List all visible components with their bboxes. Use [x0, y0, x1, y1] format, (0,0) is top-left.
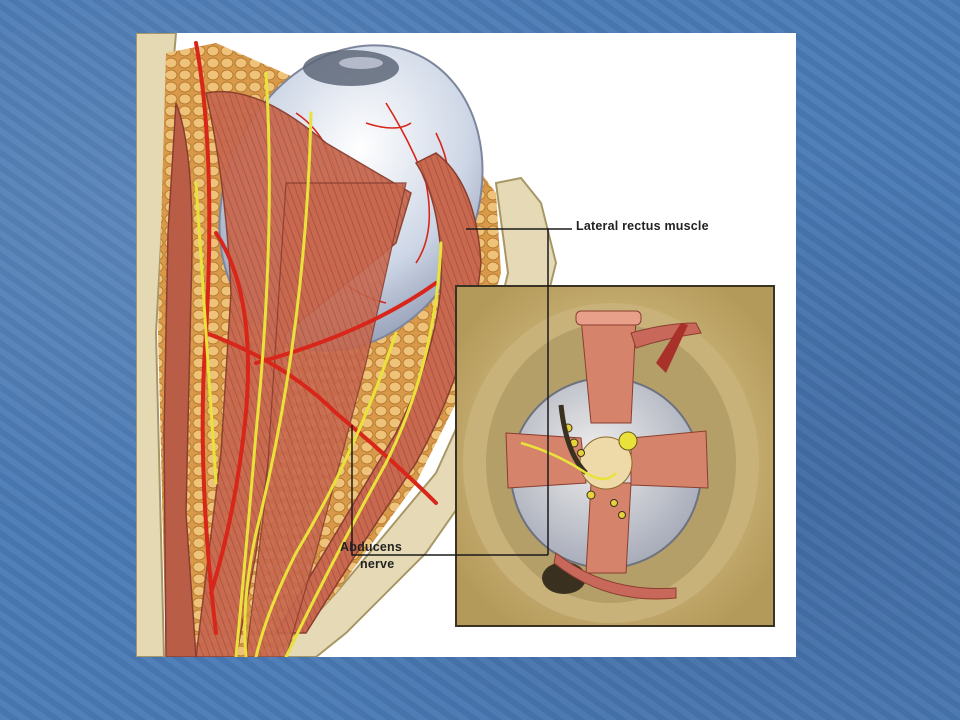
inset-medial-rectus [630, 430, 709, 489]
nerves [194, 71, 443, 657]
optic-canal [618, 431, 638, 451]
medial-rectus-muscle [163, 102, 197, 657]
abducens-nerve [284, 241, 443, 657]
lateral-rectus-muscle [274, 152, 482, 634]
levator-muscle [245, 182, 407, 657]
inset-abducens-nerve [520, 441, 617, 481]
cornea-highlight [339, 57, 383, 69]
medial-orbital-wall [136, 33, 178, 657]
leader-lines [351, 228, 572, 556]
abducens-label-line2: nerve [360, 557, 395, 571]
inset-inferior-oblique [553, 552, 677, 600]
inset-frontal-view [455, 285, 775, 627]
orbit-anatomy-illustration [136, 33, 796, 657]
abducens-label-line1: Abducens [340, 540, 403, 554]
lateral-rectus-label: Lateral rectus muscle [576, 219, 709, 233]
inset-lateral-rectus [505, 432, 587, 489]
inset-superior-rectus [580, 317, 637, 424]
